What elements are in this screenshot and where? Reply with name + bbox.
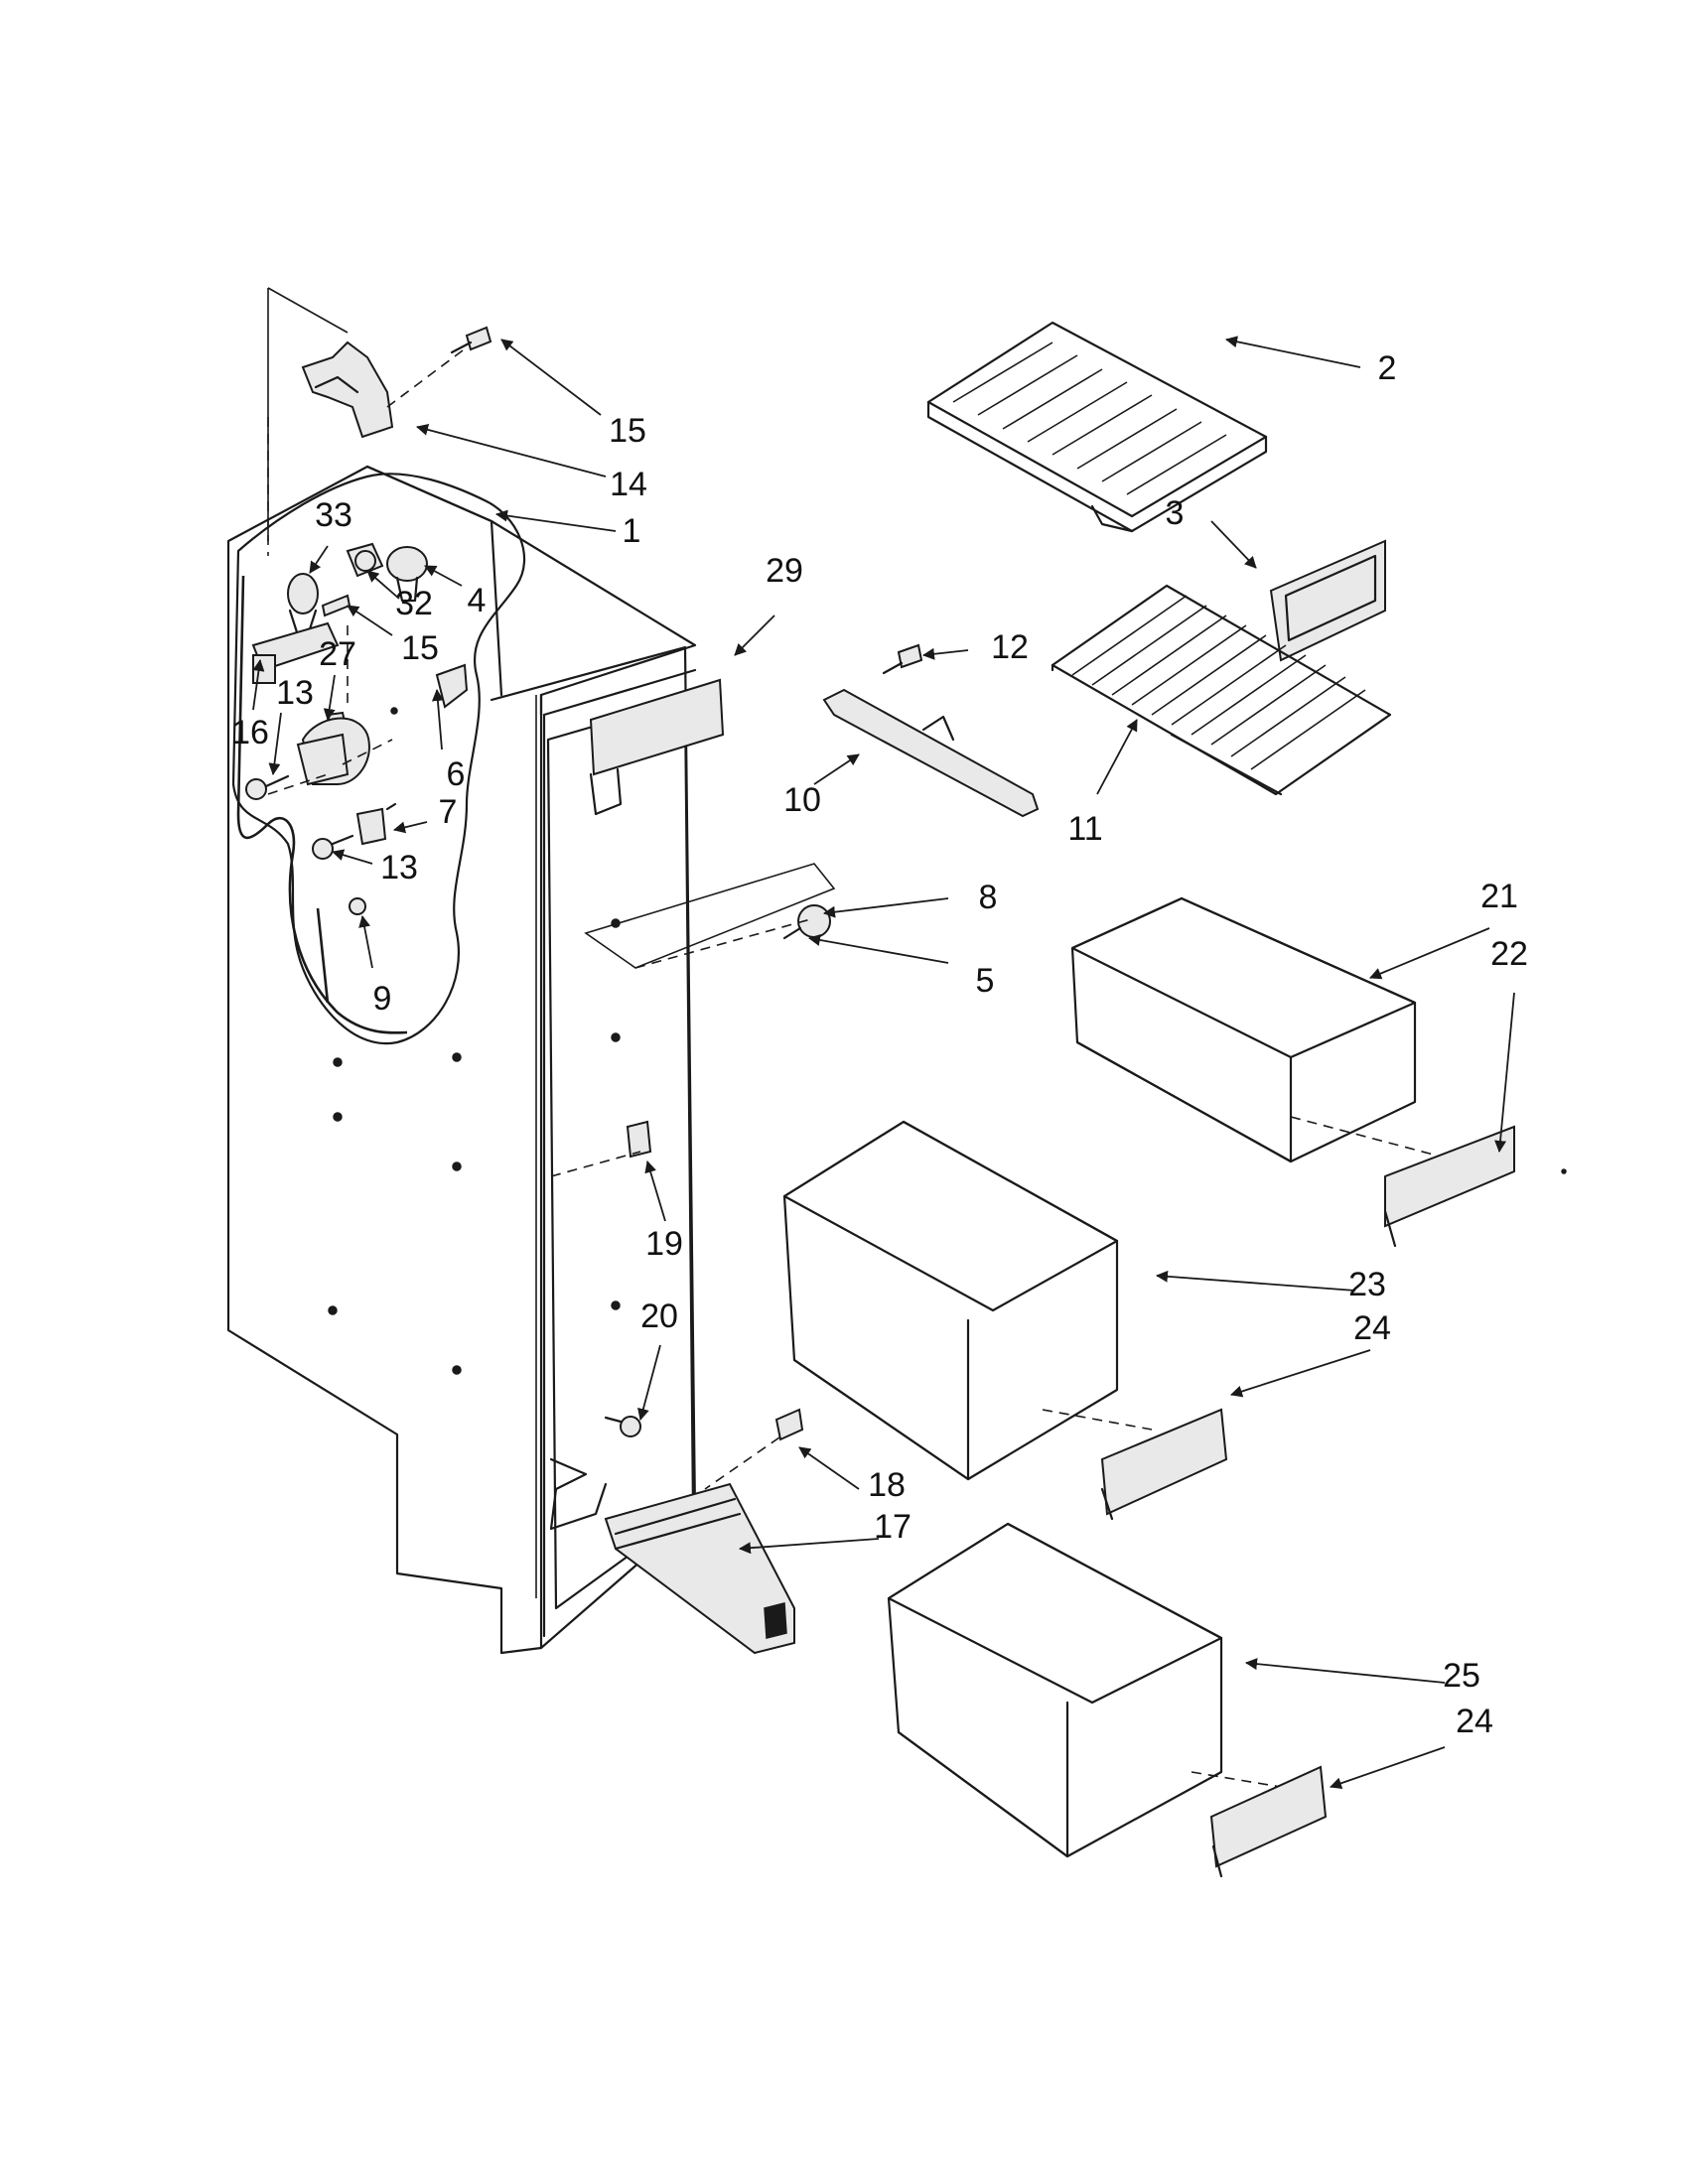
screw-15-upper	[450, 326, 492, 354]
callout-6: 6	[447, 755, 466, 793]
shelf-bracket	[822, 688, 1040, 818]
callout-20: 20	[640, 1297, 678, 1335]
callout-15-lower: 15	[401, 629, 439, 667]
callout-21: 21	[1480, 878, 1518, 915]
callout-11: 11	[1067, 810, 1102, 848]
thermostat	[296, 707, 398, 786]
callout-12: 12	[991, 628, 1029, 666]
screw-13-lower	[312, 834, 354, 860]
screw-20	[604, 1416, 641, 1437]
middle-freezer-basket	[782, 1120, 1119, 1481]
ice-tray-shelf	[926, 321, 1268, 533]
callout-5: 5	[976, 962, 995, 1000]
callout-3: 3	[1166, 494, 1185, 532]
callout-19: 19	[645, 1225, 683, 1263]
callout-17: 17	[874, 1508, 912, 1546]
basket-front-22	[1383, 1125, 1515, 1248]
callout-2: 2	[1378, 349, 1397, 387]
callout-25: 25	[1443, 1657, 1480, 1695]
callout-10: 10	[783, 781, 821, 819]
hinge-cover	[301, 341, 394, 439]
callout-29: 29	[766, 552, 803, 590]
relay-bracket	[355, 802, 397, 846]
callout-16: 16	[231, 714, 269, 751]
light-bulb	[346, 542, 384, 578]
callout-23: 23	[1348, 1266, 1386, 1303]
lower-freezer-basket	[887, 1522, 1223, 1858]
callout-27: 27	[319, 635, 356, 673]
callout-13-upper: 13	[276, 674, 314, 712]
callout-numbers: 1 2 3 4 5 6 7 8 9 10 11 12 13 13 14 15 1…	[231, 349, 1528, 1740]
shelf-screw	[782, 904, 831, 940]
shelf-trim	[1269, 539, 1386, 662]
light-socket	[287, 573, 319, 637]
wire-shelf	[1051, 584, 1392, 796]
callout-18: 18	[868, 1466, 906, 1504]
basket-front-24-upper	[1100, 1408, 1228, 1521]
callout-14: 14	[610, 466, 647, 503]
basket-front-24-lower	[1209, 1765, 1328, 1878]
callout-9: 9	[373, 980, 392, 1018]
callout-4: 4	[468, 582, 487, 619]
air-baffle	[589, 678, 725, 816]
stray-dot	[1561, 1168, 1567, 1174]
screw-13-upper	[245, 774, 290, 800]
callout-24-lower: 24	[1456, 1703, 1493, 1740]
callout-13-lower: 13	[380, 849, 418, 887]
callout-7: 7	[439, 793, 458, 831]
leader-lines	[252, 336, 1515, 1790]
control-knob	[435, 663, 469, 709]
callout-1: 1	[623, 512, 641, 550]
toe-grille	[604, 1482, 795, 1655]
screw-9	[349, 897, 366, 915]
callout-22: 22	[1490, 935, 1528, 973]
damper-switch	[626, 1120, 652, 1159]
callout-33: 33	[315, 496, 352, 534]
light-shield	[386, 546, 428, 603]
callout-8: 8	[979, 879, 998, 916]
callout-15-upper: 15	[609, 412, 646, 450]
screw-15-lower	[321, 594, 351, 617]
upper-freezer-basket	[1070, 896, 1417, 1163]
callout-32: 32	[395, 585, 433, 622]
screw-18	[774, 1408, 804, 1441]
screw-12	[882, 643, 923, 675]
callout-24-upper: 24	[1353, 1309, 1391, 1347]
